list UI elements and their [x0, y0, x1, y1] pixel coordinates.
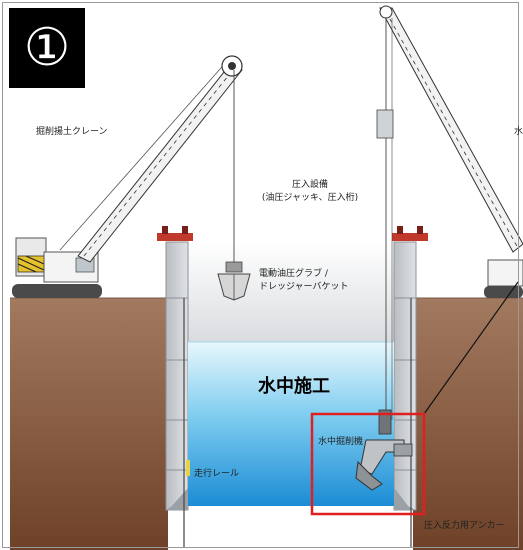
label-grab-bucket-line2: ドレッジャーバケット: [259, 282, 349, 292]
caisson-cutting-edge-left: [166, 488, 188, 510]
running-rail: [186, 460, 190, 476]
clamshell-grab: [217, 261, 251, 301]
excavator-highlight-box: [310, 412, 426, 516]
label-press-equipment-line2: (油圧ジャッキ、圧入桁): [261, 193, 359, 203]
label-right-crane-cut: 水: [514, 127, 523, 137]
press-equipment-left: [157, 226, 193, 241]
label-underwater-work: 水中施工: [258, 376, 330, 397]
right-crawler-crane: [376, 5, 523, 420]
label-excavation-crane: 掘削揚土クレーン: [36, 127, 108, 137]
label-running-rail: 走行レール: [194, 469, 240, 479]
soil-left: [10, 298, 168, 550]
caisson-wall-right-joints: [394, 297, 416, 471]
soil-right: [413, 298, 523, 550]
caisson-interior: [186, 242, 396, 342]
callout-line: [423, 281, 519, 415]
underwater-excavator: [355, 409, 413, 491]
step-number-badge: ①: [9, 8, 85, 88]
water-body: [172, 342, 408, 506]
caisson-cutting-edge-right: [394, 488, 416, 510]
label-press-anchor: 圧入反力用アンカー: [424, 521, 505, 531]
label-underwater-excavator: 水中掘削機: [318, 437, 364, 447]
label-press-equipment-line1: 圧入設備: [291, 180, 328, 190]
press-equipment-right: [392, 226, 428, 241]
caisson-wall-left-joints: [166, 297, 188, 471]
left-crawler-crane: [12, 55, 243, 298]
label-grab-bucket-line1: 電動油圧グラブ /: [259, 269, 328, 279]
label-grab-bucket: 電動油圧グラブ / ドレッジャーバケット: [259, 266, 348, 292]
label-press-equipment: 圧入設備 (油圧ジャッキ、圧入桁): [240, 177, 380, 203]
